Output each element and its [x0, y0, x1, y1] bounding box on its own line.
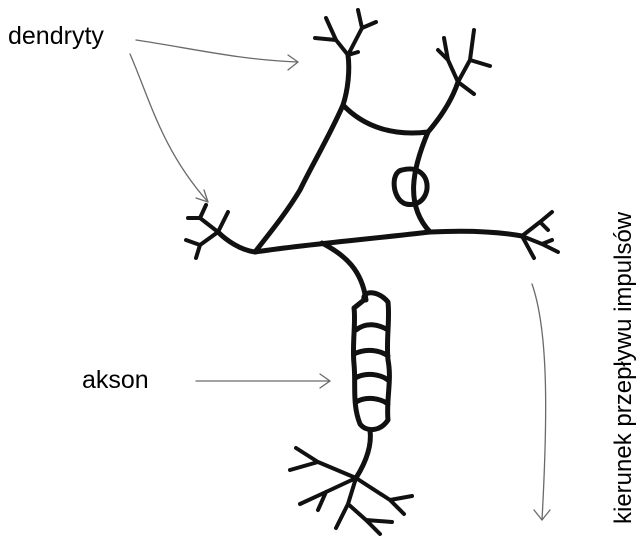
- cell-body-outline: [255, 105, 430, 252]
- nucleus: [394, 169, 427, 205]
- axon-hillock: [322, 243, 366, 300]
- dendrite-right-branches: [522, 212, 558, 258]
- dendrite-left: [218, 232, 255, 252]
- dendrite-upper-right-branches: [438, 30, 490, 94]
- impulse-direction-label: kierunek przepływu impulsów: [612, 212, 636, 524]
- axon-terminals: [290, 448, 412, 534]
- dendrite-left-branches: [186, 205, 228, 258]
- dendrite-arrow-top: [136, 40, 298, 62]
- dendrite-upper-left: [343, 55, 349, 105]
- dendrite-arrow-left: [130, 54, 208, 202]
- dendrite-upper-right: [428, 82, 458, 132]
- dendrite-arrow-top-head: [288, 55, 298, 70]
- axon-terminal-stem: [356, 430, 370, 478]
- impulse-direction-arrow: [532, 284, 546, 520]
- dendrites-label: dendryty: [8, 24, 104, 49]
- axon-label: akson: [82, 368, 149, 393]
- dendrite-right: [430, 231, 522, 236]
- dendrite-upper-left-branches: [315, 10, 376, 55]
- myelin-sheath: [353, 293, 389, 430]
